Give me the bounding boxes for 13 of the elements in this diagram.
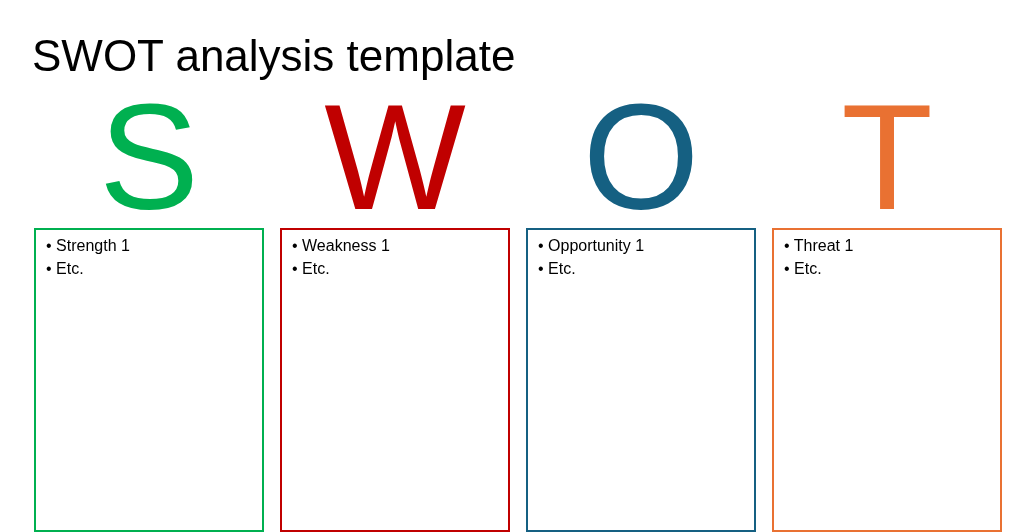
bullet-item: • Etc. [46, 259, 85, 279]
bullet-item: • Weakness 1 [292, 236, 391, 256]
bullet-item: • Etc. [784, 259, 823, 279]
bullet-item: • Threat 1 [784, 236, 855, 256]
heading-letter: T [840, 92, 934, 222]
heading-letter: O [582, 92, 701, 222]
bullet-item: • Etc. [292, 259, 331, 279]
slide-title: SWOT analysis template [32, 32, 516, 81]
bullet-item: • Strength 1 [46, 236, 131, 256]
bullet-item: • Opportunity 1 [538, 236, 646, 256]
heading-letter: W [324, 92, 466, 222]
bullet-item: • Etc. [538, 259, 577, 279]
heading-letter: S [98, 92, 200, 222]
